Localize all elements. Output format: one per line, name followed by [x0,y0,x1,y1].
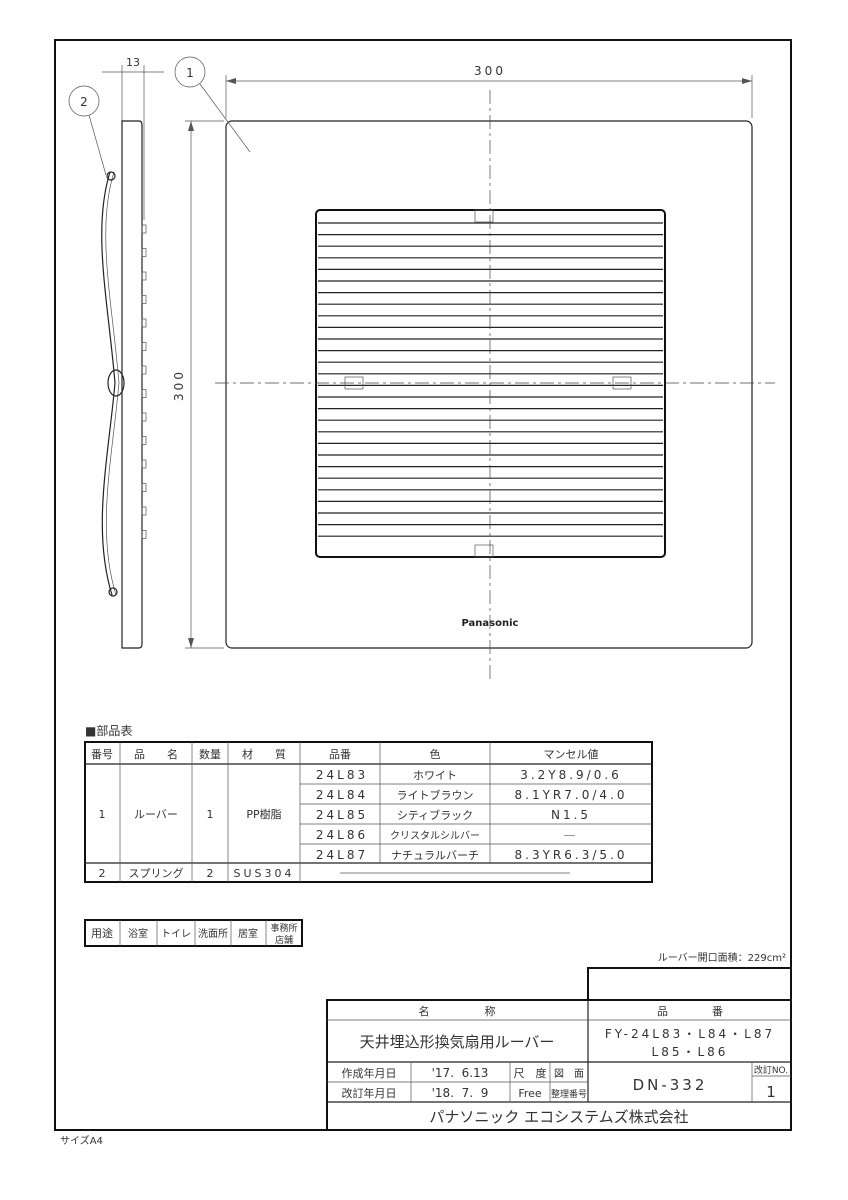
side-grille-tooth [141,295,147,304]
variant-code: 24L84 [316,788,368,802]
variant-code: 24L86 [316,828,368,842]
drawing-label-2: 整理番号 [551,1088,587,1100]
usage-table: 用途 浴室 トイレ 洗面所 居室 事務所 店舗 [84,919,303,947]
front-view: Panasonic [215,90,775,680]
depth-dimension: 13 [126,56,140,69]
louver-panel-outline [225,120,753,649]
louver-material: PP樹脂 [246,807,281,821]
drawing-number: DN-332 [633,1076,708,1094]
usage-label: 用途 [91,926,113,940]
header-name: 品 名 [134,747,178,761]
side-grille-tooth [141,318,147,328]
height-dimension: 300 [172,369,186,401]
header-munsell: マンセル値 [544,748,599,761]
variant-code: 24L83 [316,768,368,782]
panasonic-logo: Panasonic [462,618,519,629]
side-grille-tooth [141,342,147,351]
revised-label: 改訂年月日 [342,1086,397,1100]
variant-color: シティブラック [397,808,473,822]
header-qty: 数量 [199,748,221,761]
side-grille-tooth [141,271,147,281]
variant-code: 24L85 [316,808,368,822]
side-grille-tooth [141,412,147,422]
revised-date: '18. 7. 9 [432,1086,489,1100]
revision-number: 1 [766,1083,776,1101]
spring-name: スプリング [129,866,184,880]
variant-code: 24L87 [316,848,368,862]
variant-munsell: 8.3YR6.3/5.0 [515,848,628,862]
balloon-2-label: 2 [80,95,88,109]
sheet-border [54,39,792,1131]
side-grille-tooth [141,436,147,445]
header-number: 番号 [91,748,113,761]
leader-line-2 [88,114,107,176]
created-label: 作成年月日 [342,1066,397,1080]
created-date: '17. 6.13 [432,1066,489,1080]
balloon-2 [68,85,100,117]
side-panel [121,120,143,649]
variant-munsell: N1.5 [551,808,591,822]
usage-cell: 事務所 [270,922,297,934]
side-grille-teeth [141,224,147,539]
product-code-line1: FY-24L83・L84・L87 [605,1027,775,1041]
parts-table: ■部品表 番号 品 名 数量 材 質 品番 色 マンセル値 1 ルーバー 1 P… [84,723,653,883]
spring-qty: 2 [207,867,214,880]
side-grille-tooth [141,365,147,375]
grille-clip-right [612,376,632,390]
side-grille-tooth [141,248,147,257]
spring-number: 2 [99,867,106,880]
spring-wire [101,171,116,596]
grille-clip-bottom [474,544,494,558]
header-material: 材 質 [242,747,286,761]
paper-size: サイズA4 [60,1134,103,1147]
opening-area-note: ルーバー開口面積：229cm² [658,951,786,964]
usage-cell: 居室 [238,927,258,940]
variant-color: クリスタルシルバー [390,830,480,842]
balloon-1 [174,56,206,88]
scale-label: 尺 度 [514,1066,547,1080]
side-grille-tooth [141,224,147,234]
usage-cell: 浴室 [128,927,148,940]
side-grille-tooth [141,459,147,469]
spring-material: SUS304 [233,867,294,880]
header-color: 色 [430,747,441,761]
revision-label: 改訂NO. [754,1064,788,1076]
scale-value: Free [518,1087,542,1100]
variant-munsell: 3.2Y8.9/0.6 [520,768,622,782]
usage-cell: 店舗 [275,934,293,946]
side-view [101,120,147,649]
leader-line-1 [199,83,251,153]
product-name: 天井埋込形換気扇用ルーバー [360,1033,555,1051]
title-block: 名 称 品 番 天井埋込形換気扇用ルーバー FY-24L83・L84・L87 L… [326,967,792,1131]
spring-mount [107,369,125,397]
side-grille-tooth [141,506,147,516]
product-code-line2: L85・L86 [652,1045,729,1059]
balloon-1-label: 1 [186,66,194,80]
usage-cell: 洗面所 [198,928,228,940]
spring-hook-bottom [108,587,118,597]
variant-color: ライトブラウン [397,788,474,802]
code-header: 品 番 [657,1005,723,1018]
side-grille-tooth [141,530,147,539]
drawing-label: 図 面 [554,1068,584,1080]
grille-slats [318,222,663,537]
parts-table-title: ■部品表 [85,723,132,738]
spring-hook-top [106,171,116,181]
louver-qty: 1 [207,808,214,821]
width-dimension: 300 [474,64,506,78]
company-name: パナソニック エコシステムズ株式会社 [429,1108,688,1126]
side-grille-tooth [141,483,147,492]
louver-number: 1 [99,808,106,821]
variant-munsell: — [564,828,579,842]
name-header: 名 称 [419,1004,496,1018]
grille-clip-top [474,209,494,223]
variant-color: ナチュラルバーチ [391,849,479,862]
variant-munsell: 8.1YR7.0/4.0 [515,788,628,802]
dimensions: 300 300 13 1 2 [68,56,753,649]
usage-cell: トイレ [161,929,191,940]
louver-name: ルーバー [134,808,178,821]
variant-color: ホワイト [413,769,457,782]
side-grille-tooth [141,389,147,398]
header-code: 品番 [329,748,351,761]
